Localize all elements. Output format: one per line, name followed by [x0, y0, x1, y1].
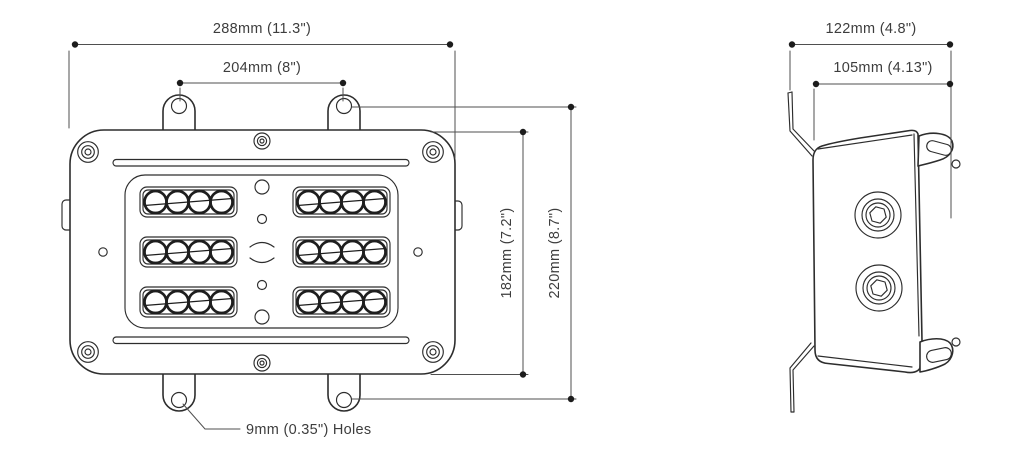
bottom-flange-slot [112, 336, 410, 345]
panel-pinhole [413, 247, 423, 257]
housing-body-side [812, 129, 923, 374]
front-view [61, 94, 463, 412]
top-flange-slot [112, 158, 410, 167]
top-lip-line [817, 134, 913, 150]
panel-pinhole [98, 247, 108, 257]
center-column-details [249, 179, 275, 325]
bottom-ear-slot [926, 347, 952, 363]
retainer-nub [951, 159, 961, 169]
sensor-arc-top [249, 241, 275, 248]
dimension-annotations: 288mm (11.3") 204mm (8") 182mm (7.2") 22… [68, 21, 954, 438]
dim-label-hole-spacing: 204mm (8") [223, 60, 301, 76]
housing-body [69, 129, 456, 375]
side-view [787, 91, 961, 413]
dim-height-body: 182mm (7.2") [430, 128, 529, 378]
sensor-arc-bottom [249, 257, 275, 264]
bottom-lip-line [817, 355, 913, 368]
mounting-tab-bottom-right [327, 373, 361, 412]
bottom-ear [919, 337, 954, 373]
dim-label-depth-overall: 122mm (4.8") [826, 21, 917, 37]
dim-width-overall: 288mm (11.3") [68, 21, 456, 159]
dim-depth-overall: 122mm (4.8") [788, 21, 954, 219]
dim-label-depth-body: 105mm (4.13") [833, 60, 932, 76]
dim-label-width-overall: 288mm (11.3") [213, 21, 311, 37]
mounting-tab-bottom-left [162, 373, 196, 412]
dim-label-height-body: 182mm (7.2") [499, 208, 515, 299]
lens-panel [124, 174, 399, 329]
dim-label-height-overall: 220mm (8.7") [547, 208, 563, 299]
dim-height-overall: 220mm (8.7") [351, 103, 577, 403]
mounting-bracket [787, 91, 816, 413]
holes-note-label: 9mm (0.35") Holes [246, 422, 371, 438]
dim-depth-body: 105mm (4.13") [812, 60, 954, 141]
mounting-tab-top-left [162, 94, 196, 133]
top-ear [917, 132, 954, 167]
holes-callout: 9mm (0.35") Holes [182, 403, 371, 438]
dim-width-hole-spacing: 204mm (8") [176, 60, 347, 102]
back-edge-line [913, 133, 920, 337]
retainer-nub [951, 337, 961, 347]
mounting-tab-top-right [327, 94, 361, 133]
